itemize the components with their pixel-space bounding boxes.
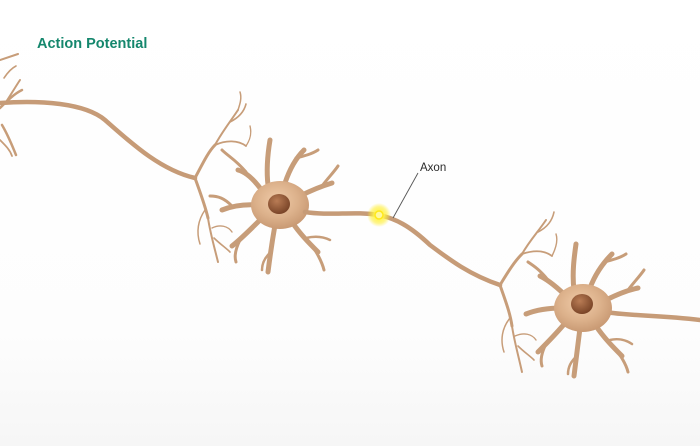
neuron-1-nucleus [268,194,290,214]
axon-segment-2 [302,209,503,288]
action-potential-impulse [367,203,391,227]
neuron-2-nucleus [571,294,593,314]
neuron-2 [523,241,700,379]
axon-label-leader [392,172,419,219]
axon-terminal-2 [498,211,558,373]
axon-segment-1 [0,99,198,181]
neuron-2-axon [602,309,700,323]
neuron-1 [208,137,340,275]
diagram-title: Action Potential [37,36,148,52]
axon-label: Axon [420,162,446,174]
neuron-1-dendrites [208,137,340,275]
axon-terminal-1 [193,91,252,263]
partial-neuron-left [0,53,24,157]
